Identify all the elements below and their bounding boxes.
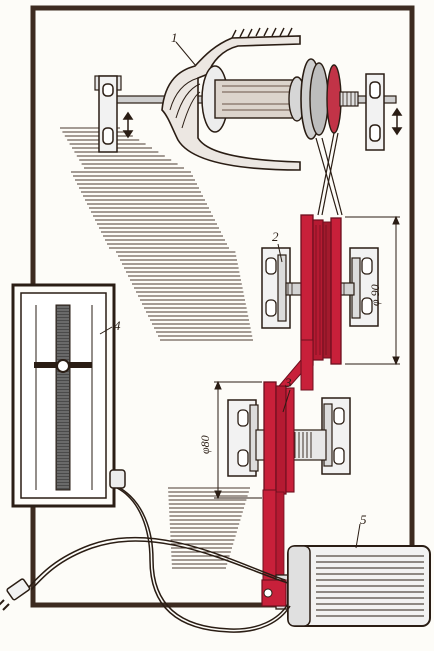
pulley-3-assembly: φ80 [198,380,351,500]
drive-belts [262,339,315,603]
pulley-3-diameter-label: φ80 [198,435,212,454]
label-part-3: 3 [284,375,292,390]
leader-lines [99,41,361,549]
pulley-2-dimension [345,215,400,366]
pulley-3-wheel [263,381,295,499]
speed-regulator [11,283,126,508]
pulley-2-wheel [300,214,342,366]
label-part-2: 2 [272,229,279,244]
pulley-2-left-bracket [261,247,291,329]
electric-motor [261,545,431,627]
pulley-3-right-bracket [321,397,351,475]
flyer [161,27,301,171]
right-bearing-block [365,73,385,151]
label-part-1: 1 [171,30,178,45]
label-part-5: 5 [360,512,367,527]
right-adjust-arrow-icon [391,107,403,136]
pulley-2-diameter-label: φ 90 [368,284,382,306]
spindle-assembly [94,27,403,216]
power-cable [27,487,291,633]
left-bearing-block [94,75,122,153]
pulley-3-dimension [214,380,262,500]
pulley-3-left-bracket [227,399,259,477]
left-adjust-arrow-icon [122,111,134,139]
bobbin-pulley [300,58,359,140]
pulley-2-assembly: φ 90 [261,214,400,366]
label-part-4: 4 [114,318,121,333]
crossed-belt [315,132,343,216]
power-plug-icon [0,578,31,611]
